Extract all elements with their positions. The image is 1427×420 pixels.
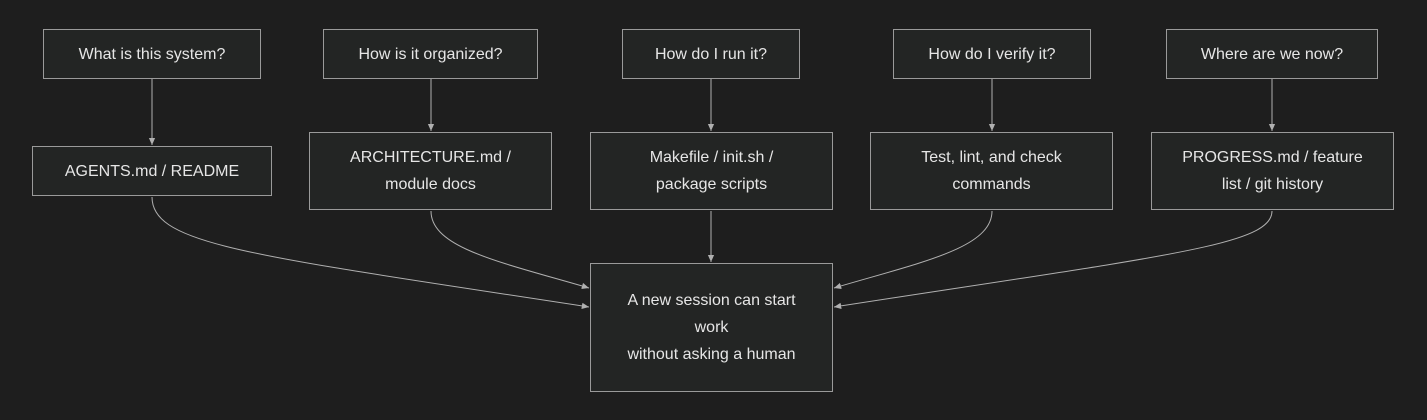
node-line: work bbox=[694, 319, 729, 336]
node-label: What is this system? bbox=[78, 45, 226, 63]
node-line: Test, lint, and check bbox=[921, 149, 1062, 166]
question-how-do-i-verify-it: How do I verify it? bbox=[893, 29, 1091, 79]
edge-a2-goal bbox=[430, 210, 590, 290]
node-line: A new session can start bbox=[627, 292, 796, 309]
node-line: module docs bbox=[385, 176, 476, 193]
question-what-is-this-system: What is this system? bbox=[43, 29, 261, 79]
node-line: commands bbox=[952, 176, 1031, 193]
node-label: Where are we now? bbox=[1200, 45, 1344, 63]
artifact-progress-history: PROGRESS.md / feature list / git history bbox=[1151, 132, 1394, 210]
node-line: without asking a human bbox=[627, 346, 796, 363]
node-line: list / git history bbox=[1221, 176, 1324, 193]
goal-node: A new session can start work without ask… bbox=[590, 263, 833, 392]
node-line: Makefile / init.sh / bbox=[649, 149, 774, 166]
node-label: How do I run it? bbox=[654, 45, 768, 63]
node-label: How is it organized? bbox=[358, 45, 503, 63]
node-line: package scripts bbox=[655, 176, 768, 193]
node-line: ARCHITECTURE.md / bbox=[350, 149, 511, 166]
question-how-do-i-run-it: How do I run it? bbox=[622, 29, 800, 79]
node-line: AGENTS.md / README bbox=[64, 162, 240, 180]
node-line: PROGRESS.md / feature bbox=[1182, 149, 1363, 166]
edge-a1-goal bbox=[151, 196, 590, 310]
artifact-agents-readme: AGENTS.md / README bbox=[32, 146, 272, 196]
question-how-is-it-organized: How is it organized? bbox=[323, 29, 538, 79]
node-label: How do I verify it? bbox=[928, 45, 1056, 63]
edge-a4-goal bbox=[833, 210, 993, 290]
artifact-run-scripts: Makefile / init.sh / package scripts bbox=[590, 132, 833, 210]
edge-a5-goal bbox=[833, 210, 1273, 310]
artifact-check-commands: Test, lint, and check commands bbox=[870, 132, 1113, 210]
question-where-are-we-now: Where are we now? bbox=[1166, 29, 1378, 79]
artifact-architecture-docs: ARCHITECTURE.md / module docs bbox=[309, 132, 552, 210]
